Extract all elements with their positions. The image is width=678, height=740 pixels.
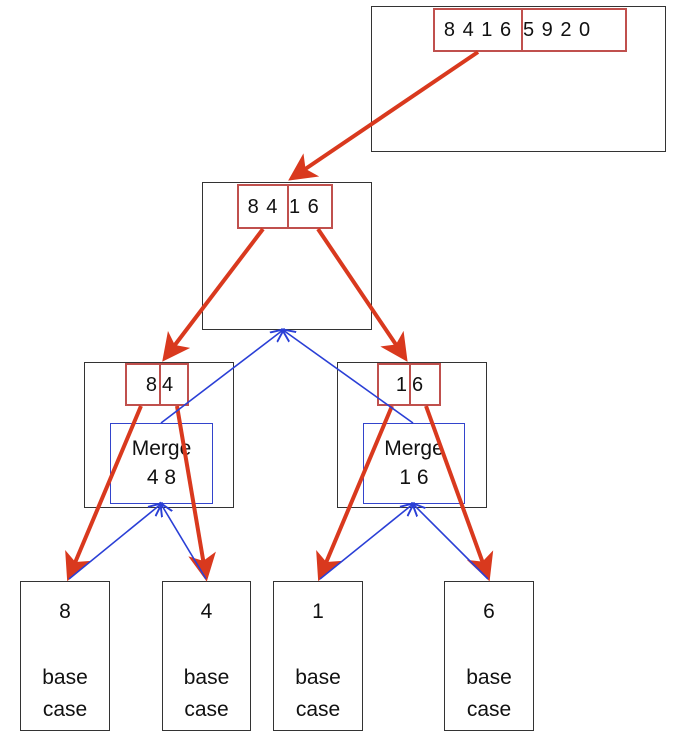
return-arrow-leaf-4-to-merge-left xyxy=(161,504,207,580)
return-arrow-leaf-6-to-merge-right xyxy=(413,504,489,580)
leaf-8: 8 base case xyxy=(20,581,110,731)
leaf-6-label-line2: case xyxy=(466,697,512,721)
merge-box-right: Merge 1 6 xyxy=(363,423,465,504)
leaf-4-label: base case xyxy=(163,662,250,725)
merge-left-title: Merge xyxy=(131,437,192,461)
level2-left-text-b: 4 xyxy=(162,373,175,396)
level2-left-half-b: 4 xyxy=(159,363,189,406)
level2-right-half-b: 6 xyxy=(409,363,441,406)
level2-left-text-a: 8 xyxy=(145,373,158,396)
leaf-4-label-line2: case xyxy=(184,697,229,721)
root-right-half: 5 9 2 0 xyxy=(521,8,627,52)
leaf-6-label: base case xyxy=(445,662,533,725)
leaf-4: 4 base case xyxy=(162,581,251,731)
merge-box-left: Merge 4 8 xyxy=(110,423,213,504)
leaf-8-label-line2: case xyxy=(42,697,88,721)
leaf-1: 1 base case xyxy=(273,581,363,731)
leaf-6: 6 base case xyxy=(444,581,534,731)
level1-right-text: 1 6 xyxy=(289,195,320,218)
leaf-6-label-line1: base xyxy=(466,666,512,689)
level2-left-half-a: 8 xyxy=(125,363,161,406)
leaf-1-label-line1: base xyxy=(295,666,341,689)
root-right-text: 5 9 2 0 xyxy=(523,19,592,41)
level1-left-text: 8 4 xyxy=(247,195,279,218)
root-left-text: 8 4 1 6 xyxy=(443,19,513,41)
leaf-1-value: 1 xyxy=(312,600,324,623)
leaf-8-label-line1: base xyxy=(42,666,88,689)
merge-left-result: 4 8 xyxy=(146,465,177,489)
level2-right-text-a: 1 xyxy=(395,373,408,396)
level2-right-half-a: 1 xyxy=(377,363,411,406)
level1-left-half: 8 4 xyxy=(237,184,289,229)
level1-right-half: 1 6 xyxy=(287,184,333,229)
return-arrow-leaf-8-to-merge-left xyxy=(68,504,161,580)
leaf-1-label-line2: case xyxy=(295,697,341,721)
leaf-8-label: base case xyxy=(21,662,109,725)
return-arrow-leaf-1-to-merge-right xyxy=(319,504,413,580)
leaf-8-value: 8 xyxy=(59,600,71,623)
leaf-6-value: 6 xyxy=(483,600,495,623)
leaf-4-label-line1: base xyxy=(183,666,230,689)
level2-right-text-b: 6 xyxy=(412,373,425,396)
root-left-half: 8 4 1 6 xyxy=(433,8,523,52)
leaf-1-label: base case xyxy=(274,662,362,725)
merge-right-result: 1 6 xyxy=(399,465,429,489)
merge-right-title: Merge xyxy=(384,437,444,461)
leaf-4-value: 4 xyxy=(200,600,213,623)
